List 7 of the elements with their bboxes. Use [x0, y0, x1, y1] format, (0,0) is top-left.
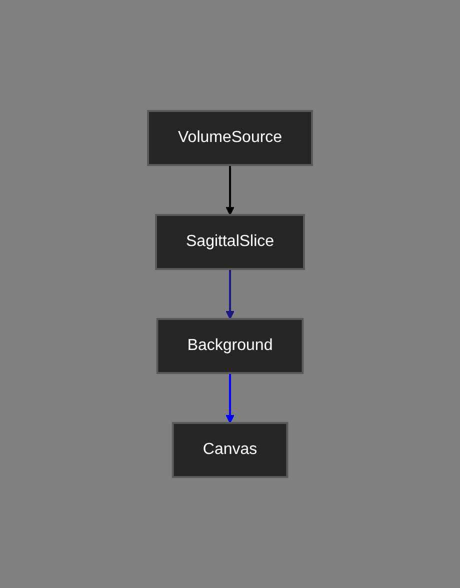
node-box: VolumeSource — [146, 110, 314, 166]
node-box: SagittalSlice — [154, 214, 306, 270]
arrow — [226, 269, 234, 320]
arrow — [226, 165, 234, 216]
node-box: Canvas — [172, 422, 288, 478]
arrow — [226, 373, 234, 424]
node-box: Background — [156, 318, 304, 374]
